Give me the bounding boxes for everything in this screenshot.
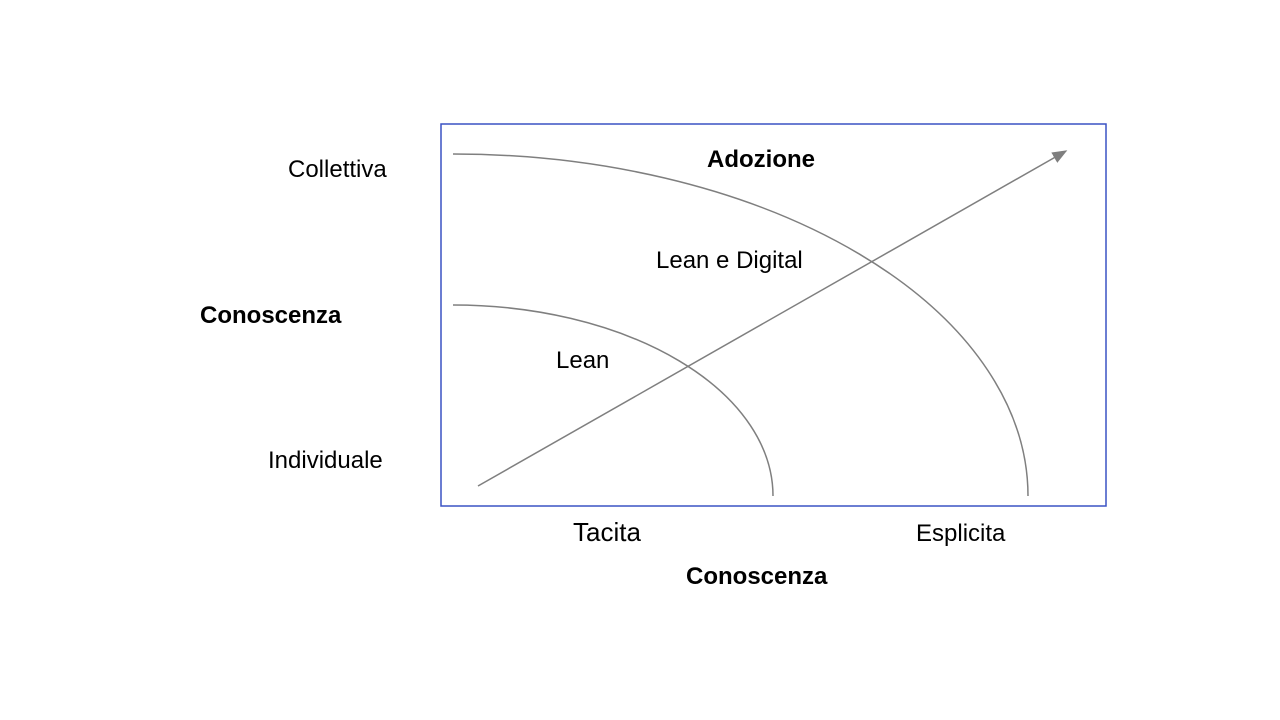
y-bottom-label: Individuale — [268, 447, 383, 474]
y-axis-title: Conoscenza — [200, 302, 342, 329]
y-top-label: Collettiva — [288, 156, 387, 183]
frame — [440, 123, 1107, 507]
arrow-label: Adozione — [707, 146, 815, 173]
adoption-arrow — [477, 150, 1068, 487]
outer-curve — [452, 153, 1029, 497]
x-left-label: Tacita — [573, 517, 641, 547]
inner-region-label: Lean — [556, 347, 610, 374]
x-axis-title: Conoscenza — [686, 563, 828, 590]
x-right-label: Esplicita — [916, 520, 1006, 547]
inner-curve — [452, 304, 774, 497]
outer-region-label: Lean e Digital — [656, 247, 803, 274]
